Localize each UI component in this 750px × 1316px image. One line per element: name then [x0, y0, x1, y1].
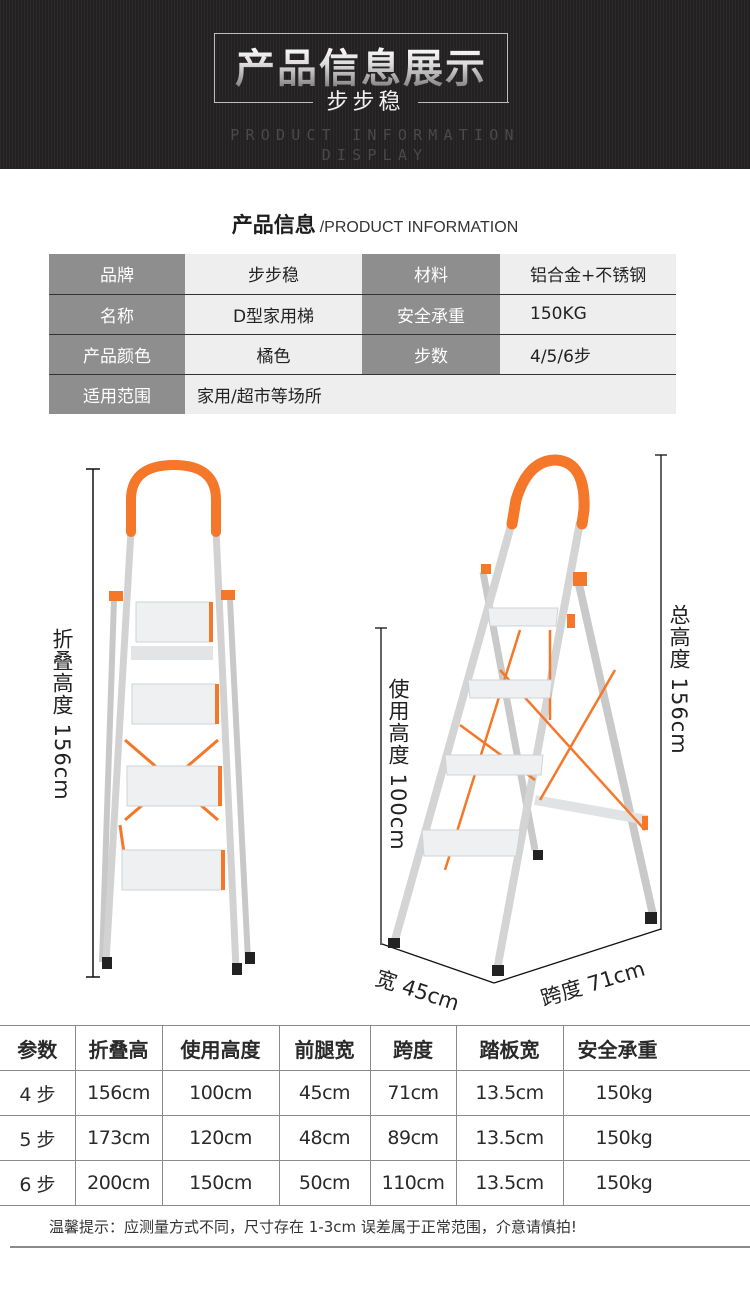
banner-brand: 步步稳	[326, 90, 405, 115]
spec-cell: 89cm	[369, 1115, 456, 1161]
spec-header: 使用高度	[161, 1025, 279, 1071]
spec-cell: 173cm	[74, 1115, 162, 1161]
info-heading: 产品信息/PRODUCT INFORMATION	[0, 210, 750, 243]
folded-ladder-figure: 折叠高度 156cm	[0, 440, 360, 1000]
info-label: 品牌	[49, 254, 185, 295]
info-row: 名称 D型家用梯 安全承重 150KG	[49, 294, 676, 335]
spec-cell: 150cm	[161, 1160, 279, 1206]
spec-header: 折叠高	[74, 1025, 162, 1071]
spec-cell: 4 步	[0, 1070, 75, 1116]
use-height-label: 使用高度 100cm	[386, 678, 410, 851]
spec-cell: 150kg	[562, 1160, 750, 1206]
spec-cell: 50cm	[278, 1160, 370, 1206]
total-height-label: 总高度 156cm	[667, 604, 691, 755]
spec-row: 6 步 200cm 150cm 50cm 110cm 13.5cm 150kg	[0, 1160, 750, 1206]
info-label: 适用范围	[49, 374, 185, 414]
info-row: 产品颜色 橘色 步数 4/5/6步	[49, 334, 676, 375]
info-heading-cn: 产品信息	[231, 213, 316, 237]
spec-cell: 200cm	[74, 1160, 162, 1206]
spec-cell: 5 步	[0, 1115, 75, 1161]
spec-header: 跨度	[369, 1025, 456, 1071]
divider	[10, 1246, 750, 1248]
spec-header: 参数	[0, 1025, 75, 1071]
info-value: 铝合金+不锈钢	[500, 254, 676, 295]
info-value: 步步稳	[185, 254, 362, 295]
info-row: 品牌 步步稳 材料 铝合金+不锈钢	[49, 254, 676, 295]
spec-cell: 150kg	[562, 1115, 750, 1161]
info-label: 步数	[362, 334, 500, 375]
info-value: 家用/超市等场所	[185, 374, 676, 414]
folded-height-label: 折叠高度 156cm	[50, 628, 74, 801]
info-label: 材料	[362, 254, 500, 295]
spec-cell: 156cm	[74, 1070, 162, 1116]
banner-frame-line	[214, 102, 313, 103]
spec-row: 4 步 156cm 100cm 45cm 71cm 13.5cm 150kg	[0, 1070, 750, 1116]
spec-row: 5 步 173cm 120cm 48cm 89cm 13.5cm 150kg	[0, 1115, 750, 1161]
folded-ladder-image	[86, 459, 255, 978]
info-heading-en: /PRODUCT INFORMATION	[319, 219, 519, 236]
spec-header-row: 参数 折叠高 使用高度 前腿宽 跨度 踏板宽 安全承重	[0, 1025, 750, 1071]
info-row: 适用范围 家用/超市等场所	[49, 374, 676, 414]
spec-cell: 13.5cm	[455, 1160, 563, 1206]
info-label: 名称	[49, 294, 185, 335]
spec-cell: 13.5cm	[455, 1070, 563, 1116]
spec-cell: 150kg	[562, 1070, 750, 1116]
info-value: 橘色	[185, 334, 362, 375]
info-label: 产品颜色	[49, 334, 185, 375]
info-value: D型家用梯	[185, 294, 362, 335]
spec-cell: 100cm	[161, 1070, 279, 1116]
spec-cell: 45cm	[278, 1070, 370, 1116]
banner-frame	[214, 33, 508, 103]
spec-table: 参数 折叠高 使用高度 前腿宽 跨度 踏板宽 安全承重 4 步 156cm 10…	[0, 1025, 750, 1206]
product-info-table: 品牌 步步稳 材料 铝合金+不锈钢 名称 D型家用梯 安全承重 150KG 产品…	[49, 254, 676, 414]
spec-header: 踏板宽	[455, 1025, 563, 1071]
banner-title: 产品信息展示	[214, 45, 508, 93]
banner-frame-line	[418, 102, 509, 103]
spec-cell: 71cm	[369, 1070, 456, 1116]
spec-header: 前腿宽	[278, 1025, 370, 1071]
open-ladder-image	[375, 454, 667, 984]
spec-cell: 13.5cm	[455, 1115, 563, 1161]
header-banner: 产品信息展示 步步稳 PRODUCT INFORMATION DISPLAY	[0, 0, 750, 169]
info-value: 150KG	[500, 294, 676, 335]
spec-cell: 48cm	[278, 1115, 370, 1161]
spec-cell: 110cm	[369, 1160, 456, 1206]
banner-english-subtitle: PRODUCT INFORMATION DISPLAY	[230, 126, 520, 164]
info-label: 安全承重	[362, 294, 500, 335]
measurement-note: 温馨提示：应测量方式不同，尺寸存在 1-3cm 误差属于正常范围，介意请慎拍!	[49, 1218, 577, 1236]
spec-cell: 6 步	[0, 1160, 75, 1206]
open-ladder-figure: 使用高度 100cm 总高度 156cm 宽 45cm 跨度 71cm	[360, 440, 750, 1020]
spec-cell: 120cm	[161, 1115, 279, 1161]
spec-header: 安全承重	[562, 1025, 750, 1071]
info-value: 4/5/6步	[500, 334, 676, 375]
